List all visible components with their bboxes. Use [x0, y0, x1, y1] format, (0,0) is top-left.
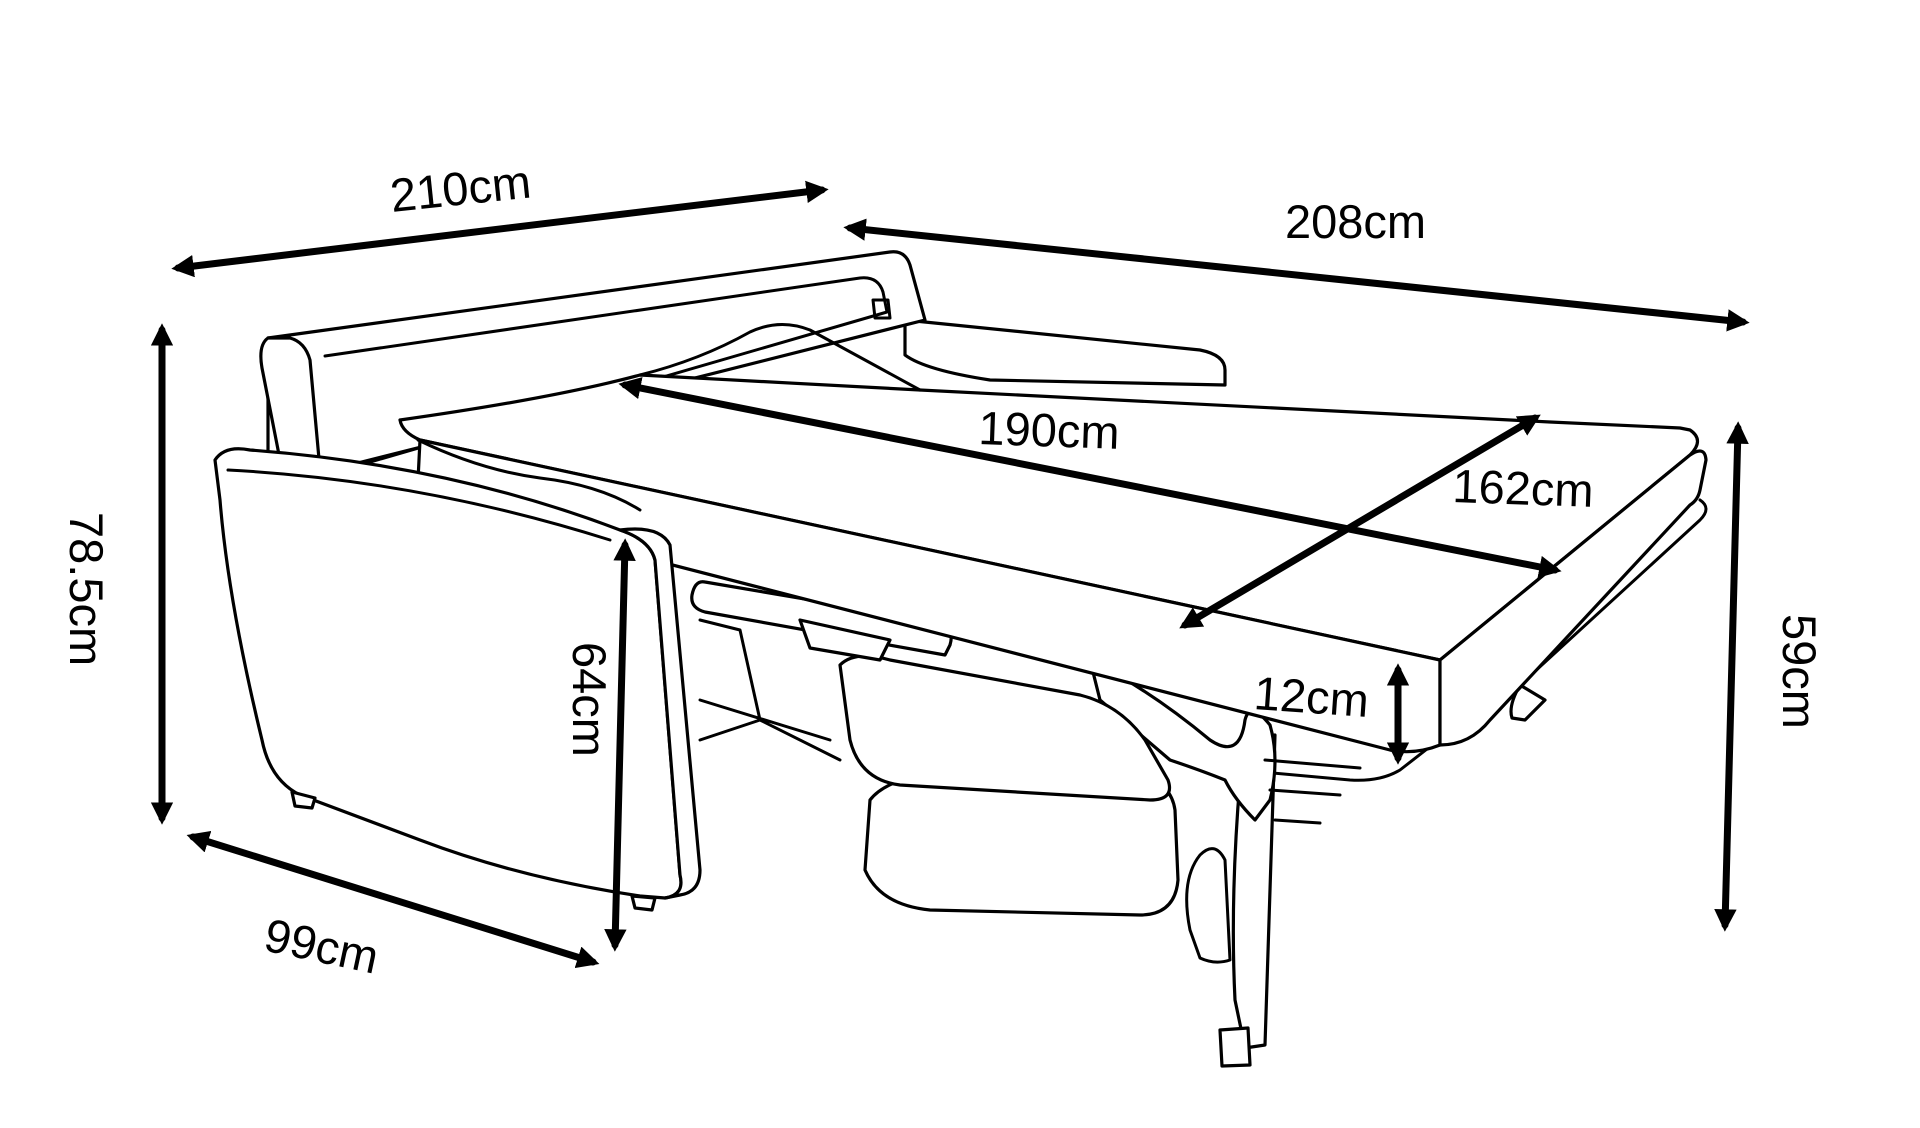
right-back-arm: [903, 318, 1227, 387]
dimension-labels: 210cm 208cm 190cm 162cm 12cm 78.5cm 64cm…: [60, 154, 1826, 983]
label-bed-height: 59cm: [1773, 614, 1826, 729]
mechanism-foot: [1218, 1026, 1252, 1068]
open-length-arrow: [843, 218, 1750, 332]
label-mattress-length: 190cm: [978, 401, 1121, 459]
mattress-head-crease: [416, 438, 642, 512]
sofa-bed-drawing: [213, 250, 1708, 1068]
mechanism-front-leg: [1231, 733, 1277, 1050]
frame-slats: [1263, 758, 1362, 825]
left-front-arm-top: [226, 468, 612, 542]
label-overall-height: 78.5cm: [60, 512, 113, 666]
mattress-fold: [638, 323, 922, 392]
mattress-width-arrow: [1179, 414, 1541, 629]
depth-arrow: [186, 830, 600, 969]
left-arm-base-panel: [698, 618, 842, 762]
arm-height-arrow: [604, 538, 636, 952]
dimension-arrows: [150, 180, 1750, 969]
label-depth: 99cm: [260, 908, 383, 984]
left-front-arm-foot: [290, 790, 317, 810]
pull-bar-bracket: [798, 618, 892, 662]
label-arm-height: 64cm: [563, 642, 616, 757]
label-mattress-width: 162cm: [1452, 459, 1595, 517]
mechanism-brace: [1185, 847, 1232, 964]
label-mattress-thickness: 12cm: [1252, 666, 1370, 727]
left-front-arm-foot-right: [630, 894, 657, 912]
bed-height-arrow: [1714, 421, 1749, 932]
mechanism-linkage: [1088, 658, 1277, 822]
label-back-width: 210cm: [388, 154, 534, 221]
label-open-length: 208cm: [1285, 195, 1426, 248]
back-width-arrow: [171, 180, 829, 278]
mattress-end: [1438, 449, 1708, 747]
